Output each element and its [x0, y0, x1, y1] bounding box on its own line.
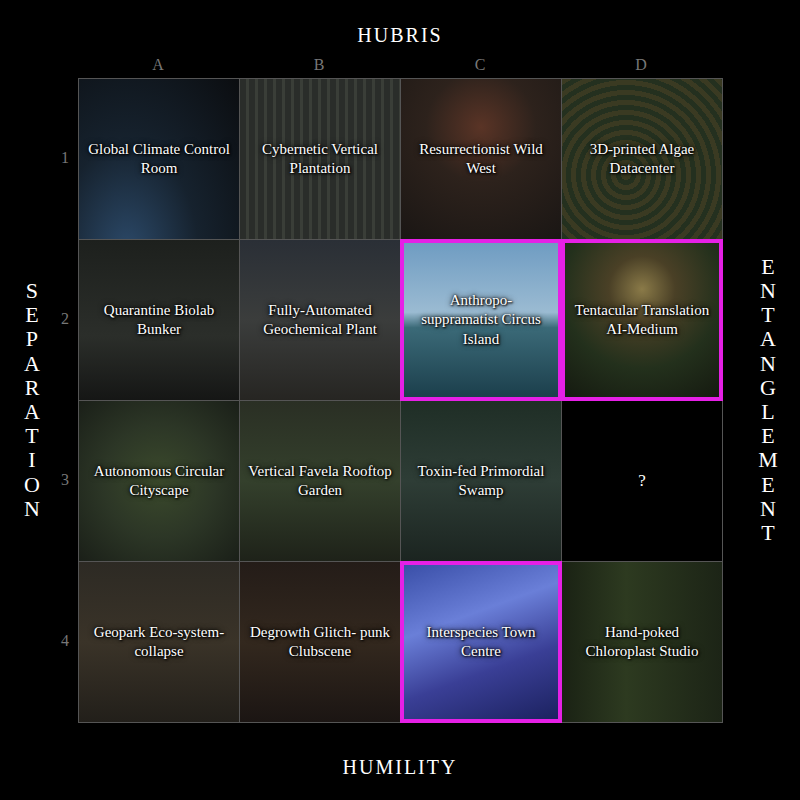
cell-title: Quarantine Biolab Bunker	[79, 301, 239, 340]
grid-cell: Anthropo- suppramatist Circus Island	[400, 239, 562, 401]
grid-cell: Quarantine Biolab Bunker	[78, 239, 240, 401]
cell-title: Anthropo- suppramatist Circus Island	[404, 291, 558, 350]
grid-cell: Autonomous Circular Cityscape	[78, 400, 240, 562]
grid-cell: Interspecies Town Centre	[400, 561, 562, 723]
cell-title: Degrowth Glitch- punk Clubscene	[240, 623, 400, 662]
cell-title: Toxin-fed Primordial Swamp	[401, 462, 561, 501]
cell-title: 3D-printed Algae Datacenter	[562, 140, 722, 179]
axis-title-vertical: SEPARATION	[22, 279, 42, 521]
grid-cell: Cybernetic Vertical Plantation	[239, 78, 401, 240]
row-number: 3	[61, 471, 69, 489]
grid-cell: Tentacular Translation AI-Medium	[561, 239, 723, 401]
column-letter: B	[314, 56, 325, 74]
cell-title: Vertical Favela Rooftop Garden	[240, 462, 400, 501]
grid-cell: ?	[561, 400, 723, 562]
cell-title: Fully-Automated Geochemical Plant	[240, 301, 400, 340]
row-number: 1	[61, 149, 69, 167]
cell-title: Cybernetic Vertical Plantation	[240, 140, 400, 179]
grid-cell: Geopark Eco-system- collapse	[78, 561, 240, 723]
cell-title: Geopark Eco-system- collapse	[79, 623, 239, 662]
column-letter: C	[475, 56, 486, 74]
grid-cell: Hand-poked Chloroplast Studio	[561, 561, 723, 723]
column-letter: A	[152, 56, 164, 74]
cell-title: Tentacular Translation AI-Medium	[565, 301, 719, 340]
cell-title: ?	[630, 470, 654, 492]
grid-cell: Fully-Automated Geochemical Plant	[239, 239, 401, 401]
cell-title: Hand-poked Chloroplast Studio	[562, 623, 722, 662]
row-number: 4	[61, 632, 69, 650]
cell-title: Autonomous Circular Cityscape	[79, 462, 239, 501]
cell-title: Resurrectionist Wild West	[401, 140, 561, 179]
cell-title: Global Climate Control Room	[79, 140, 239, 179]
axis-title-vertical: ENTANGLEMENT	[758, 255, 778, 545]
column-letter: D	[635, 56, 647, 74]
axis-title: HUMILITY	[343, 756, 458, 779]
grid-cell: Vertical Favela Rooftop Garden	[239, 400, 401, 562]
grid-cell: Global Climate Control Room	[78, 78, 240, 240]
grid-cell: Toxin-fed Primordial Swamp	[400, 400, 562, 562]
cell-title: Interspecies Town Centre	[404, 623, 558, 662]
axis-title: HUBRIS	[357, 24, 442, 47]
grid-cell: Resurrectionist Wild West	[400, 78, 562, 240]
grid-cell: Degrowth Glitch- punk Clubscene	[239, 561, 401, 723]
row-number: 2	[61, 310, 69, 328]
grid-cell: 3D-printed Algae Datacenter	[561, 78, 723, 240]
